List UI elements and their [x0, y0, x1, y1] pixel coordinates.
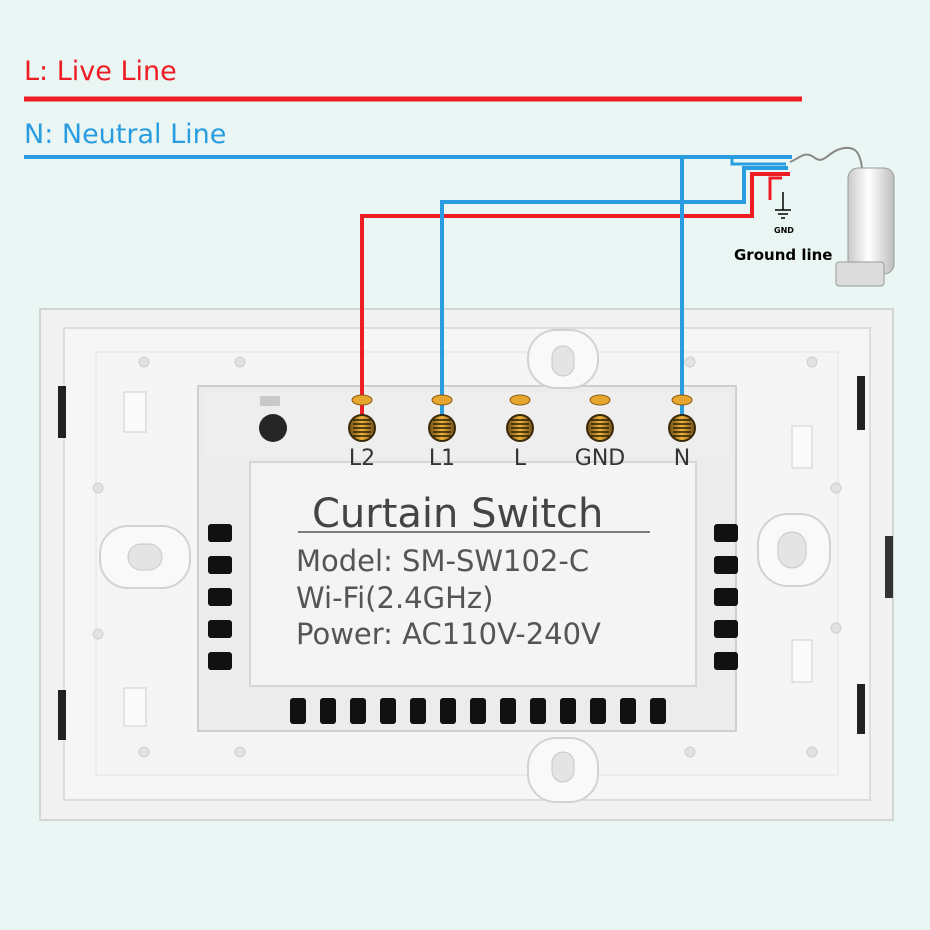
latch-right-top — [791, 425, 813, 469]
vent-slot — [208, 620, 232, 638]
vent-slot — [714, 652, 738, 670]
vent-slot — [208, 524, 232, 542]
neutral-line-label: N: Neutral Line — [24, 119, 226, 150]
vent-slot — [500, 698, 516, 724]
vent-right — [714, 524, 738, 670]
terminal-l2: L2 — [348, 394, 376, 471]
ground-line-label: Ground line — [734, 246, 832, 264]
terminal-n: N — [668, 394, 696, 471]
indicator-slot — [260, 396, 280, 406]
side-clip-right-top — [857, 376, 865, 430]
vent-slot — [380, 698, 396, 724]
wire-l2-live — [360, 172, 790, 428]
terminal-label: L — [514, 446, 527, 471]
side-clip-right-bottom — [857, 684, 865, 734]
vent-slot — [320, 698, 336, 724]
motor-foot — [835, 261, 885, 287]
vent-slot — [714, 524, 738, 542]
ear-right-slot — [777, 531, 807, 569]
mounting-dots — [92, 356, 842, 758]
vent-slot — [714, 556, 738, 574]
side-tab-right — [885, 536, 893, 598]
vent-slot — [590, 698, 606, 724]
terminal-label: L2 — [349, 446, 375, 471]
live-line-label: L: Live Line — [24, 56, 177, 87]
vent-slot — [620, 698, 636, 724]
terminal-gnd: GND — [575, 394, 625, 471]
side-clip-left-bottom — [58, 690, 66, 740]
wires — [360, 157, 790, 428]
vent-slot — [560, 698, 576, 724]
terminal-label: N — [674, 446, 690, 471]
vent-slot — [714, 588, 738, 606]
curtain-motor: GND Ground line — [734, 146, 895, 287]
wire-motor-neutral — [730, 157, 786, 166]
indicator-button — [259, 414, 287, 442]
latch-right-bottom — [791, 639, 813, 683]
motor-body — [847, 167, 895, 275]
vent-slot — [350, 698, 366, 724]
ear-bottom-slot — [551, 751, 575, 783]
model-text: Model: SM-SW102-C — [296, 544, 589, 578]
terminal-bar — [204, 392, 730, 458]
motor-cable — [789, 146, 863, 169]
vent-slot — [650, 698, 666, 724]
wire-l1-motor — [440, 166, 788, 428]
vent-slot — [714, 620, 738, 638]
latch-left-top — [123, 391, 147, 433]
vent-slot — [290, 698, 306, 724]
vent-slot — [470, 698, 486, 724]
vent-slot — [440, 698, 456, 724]
vent-slot — [530, 698, 546, 724]
latch-left-bottom — [123, 687, 147, 727]
vent-slot — [208, 652, 232, 670]
vent-slot — [410, 698, 426, 724]
terminal-label: GND — [575, 446, 625, 471]
vent-slot — [208, 588, 232, 606]
ear-left-slot — [127, 543, 163, 571]
ground-symbol-icon — [775, 192, 791, 219]
vent-bottom — [290, 698, 666, 724]
side-clip-left-top — [58, 386, 66, 438]
label-card — [249, 461, 697, 687]
power-text: Power: AC110V-240V — [296, 617, 601, 651]
terminal-l1: L1 — [428, 394, 456, 471]
gnd-label: GND — [774, 226, 794, 235]
ear-top-slot — [551, 345, 575, 377]
device-title: Curtain Switch — [312, 491, 603, 537]
terminal-l: L — [506, 394, 534, 471]
terminal-block: L2 L1 L GND N — [348, 394, 696, 471]
vent-left — [208, 524, 232, 670]
wifi-text: Wi-Fi(2.4GHz) — [296, 581, 493, 615]
terminal-label: L1 — [429, 446, 455, 471]
vent-slot — [208, 556, 232, 574]
wire-motor-live — [768, 176, 782, 200]
